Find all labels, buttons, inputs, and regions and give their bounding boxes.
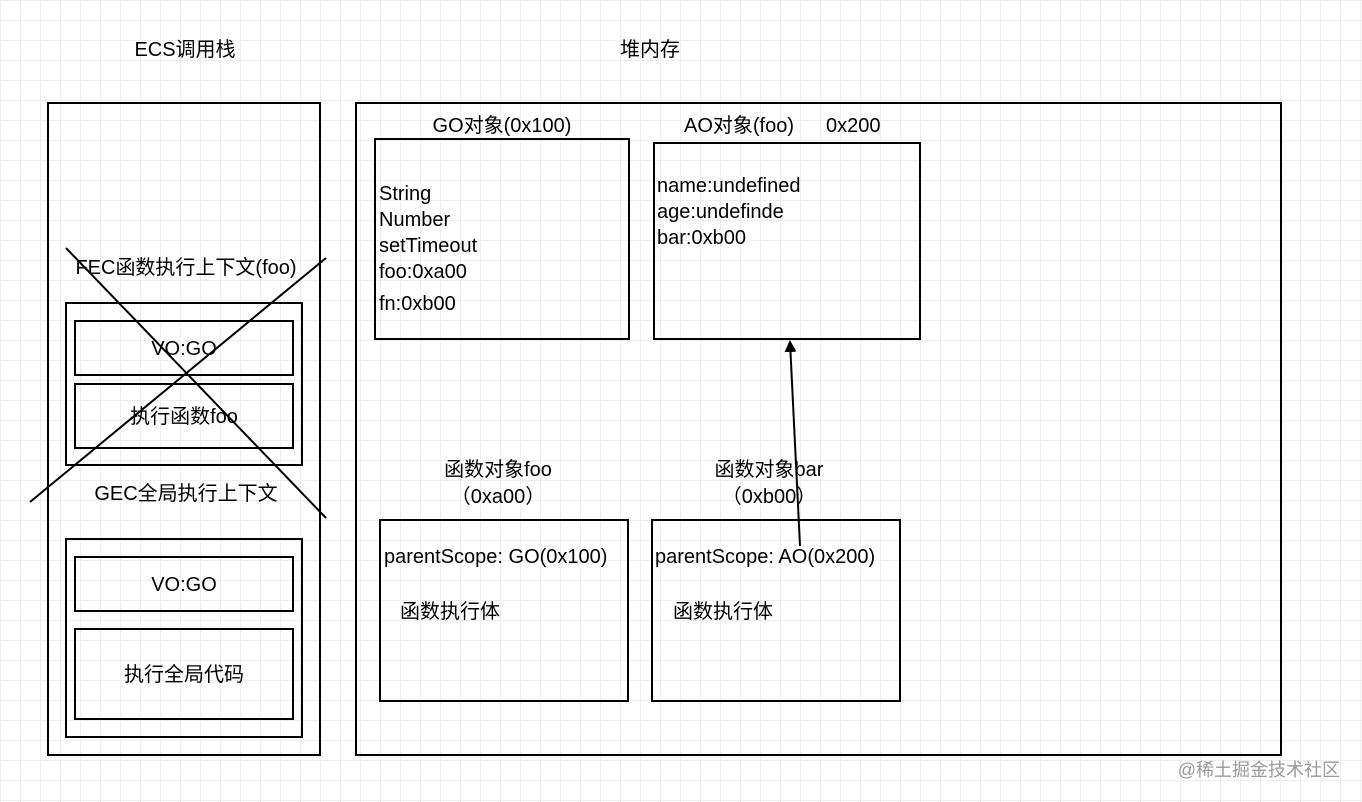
scope-arrow bbox=[784, 340, 801, 547]
func-foo-address: （0xa00） bbox=[450, 486, 546, 508]
go-prop: String bbox=[379, 183, 432, 205]
ao-prop: bar:0xb00 bbox=[657, 227, 746, 249]
go-prop: Number bbox=[379, 209, 451, 231]
go-prop: fn:0xb00 bbox=[379, 293, 456, 315]
func-foo-box bbox=[379, 519, 629, 702]
func-foo-title: 函数对象foo bbox=[444, 459, 552, 481]
gec-title: GEC全局执行上下文 bbox=[94, 483, 278, 505]
ao-prop: name:undefined bbox=[657, 175, 801, 197]
func-foo-scope: parentScope: GO(0x100) bbox=[384, 546, 608, 568]
cross-out-line-1 bbox=[65, 247, 327, 519]
heap-title: 堆内存 bbox=[620, 39, 680, 61]
ao-box bbox=[653, 142, 921, 340]
ecs-title: ECS调用栈 bbox=[134, 39, 236, 61]
ao-prop: age:undefinde bbox=[657, 201, 784, 223]
go-title: GO对象(0x100) bbox=[432, 115, 572, 137]
ao-title: AO对象(foo) bbox=[684, 115, 795, 137]
gec-exec-box bbox=[74, 628, 294, 720]
go-props: String Number setTimeout foo:0xa00 fn:0x… bbox=[379, 181, 477, 317]
fec-title: FEC函数执行上下文(foo) bbox=[75, 257, 297, 279]
func-bar-scope: parentScope: AO(0x200) bbox=[655, 546, 876, 568]
ao-props: name:undefined age:undefinde bar:0xb00 bbox=[657, 173, 800, 251]
fec-exec-label: 执行函数foo bbox=[130, 406, 238, 428]
fec-exec-box bbox=[74, 383, 294, 449]
ao-address: 0x200 bbox=[826, 115, 881, 137]
gec-box bbox=[65, 538, 303, 738]
func-bar-box bbox=[651, 519, 901, 702]
go-box bbox=[374, 138, 630, 340]
watermark: @稀土掘金技术社区 bbox=[1177, 760, 1340, 780]
gec-vo-box bbox=[74, 556, 294, 612]
gec-vo-label: VO:GO bbox=[151, 574, 217, 596]
go-prop: foo:0xa00 bbox=[379, 261, 467, 283]
fec-box bbox=[65, 302, 303, 466]
go-prop: setTimeout bbox=[379, 235, 478, 257]
ecs-stack-box bbox=[47, 102, 321, 756]
heap-box bbox=[355, 102, 1282, 756]
func-bar-address: （0xb00） bbox=[721, 486, 817, 508]
cross-out-line-2 bbox=[29, 257, 327, 503]
gec-exec-label: 执行全局代码 bbox=[124, 664, 244, 686]
func-foo-body: 函数执行体 bbox=[400, 601, 500, 623]
func-bar-body: 函数执行体 bbox=[673, 601, 773, 623]
